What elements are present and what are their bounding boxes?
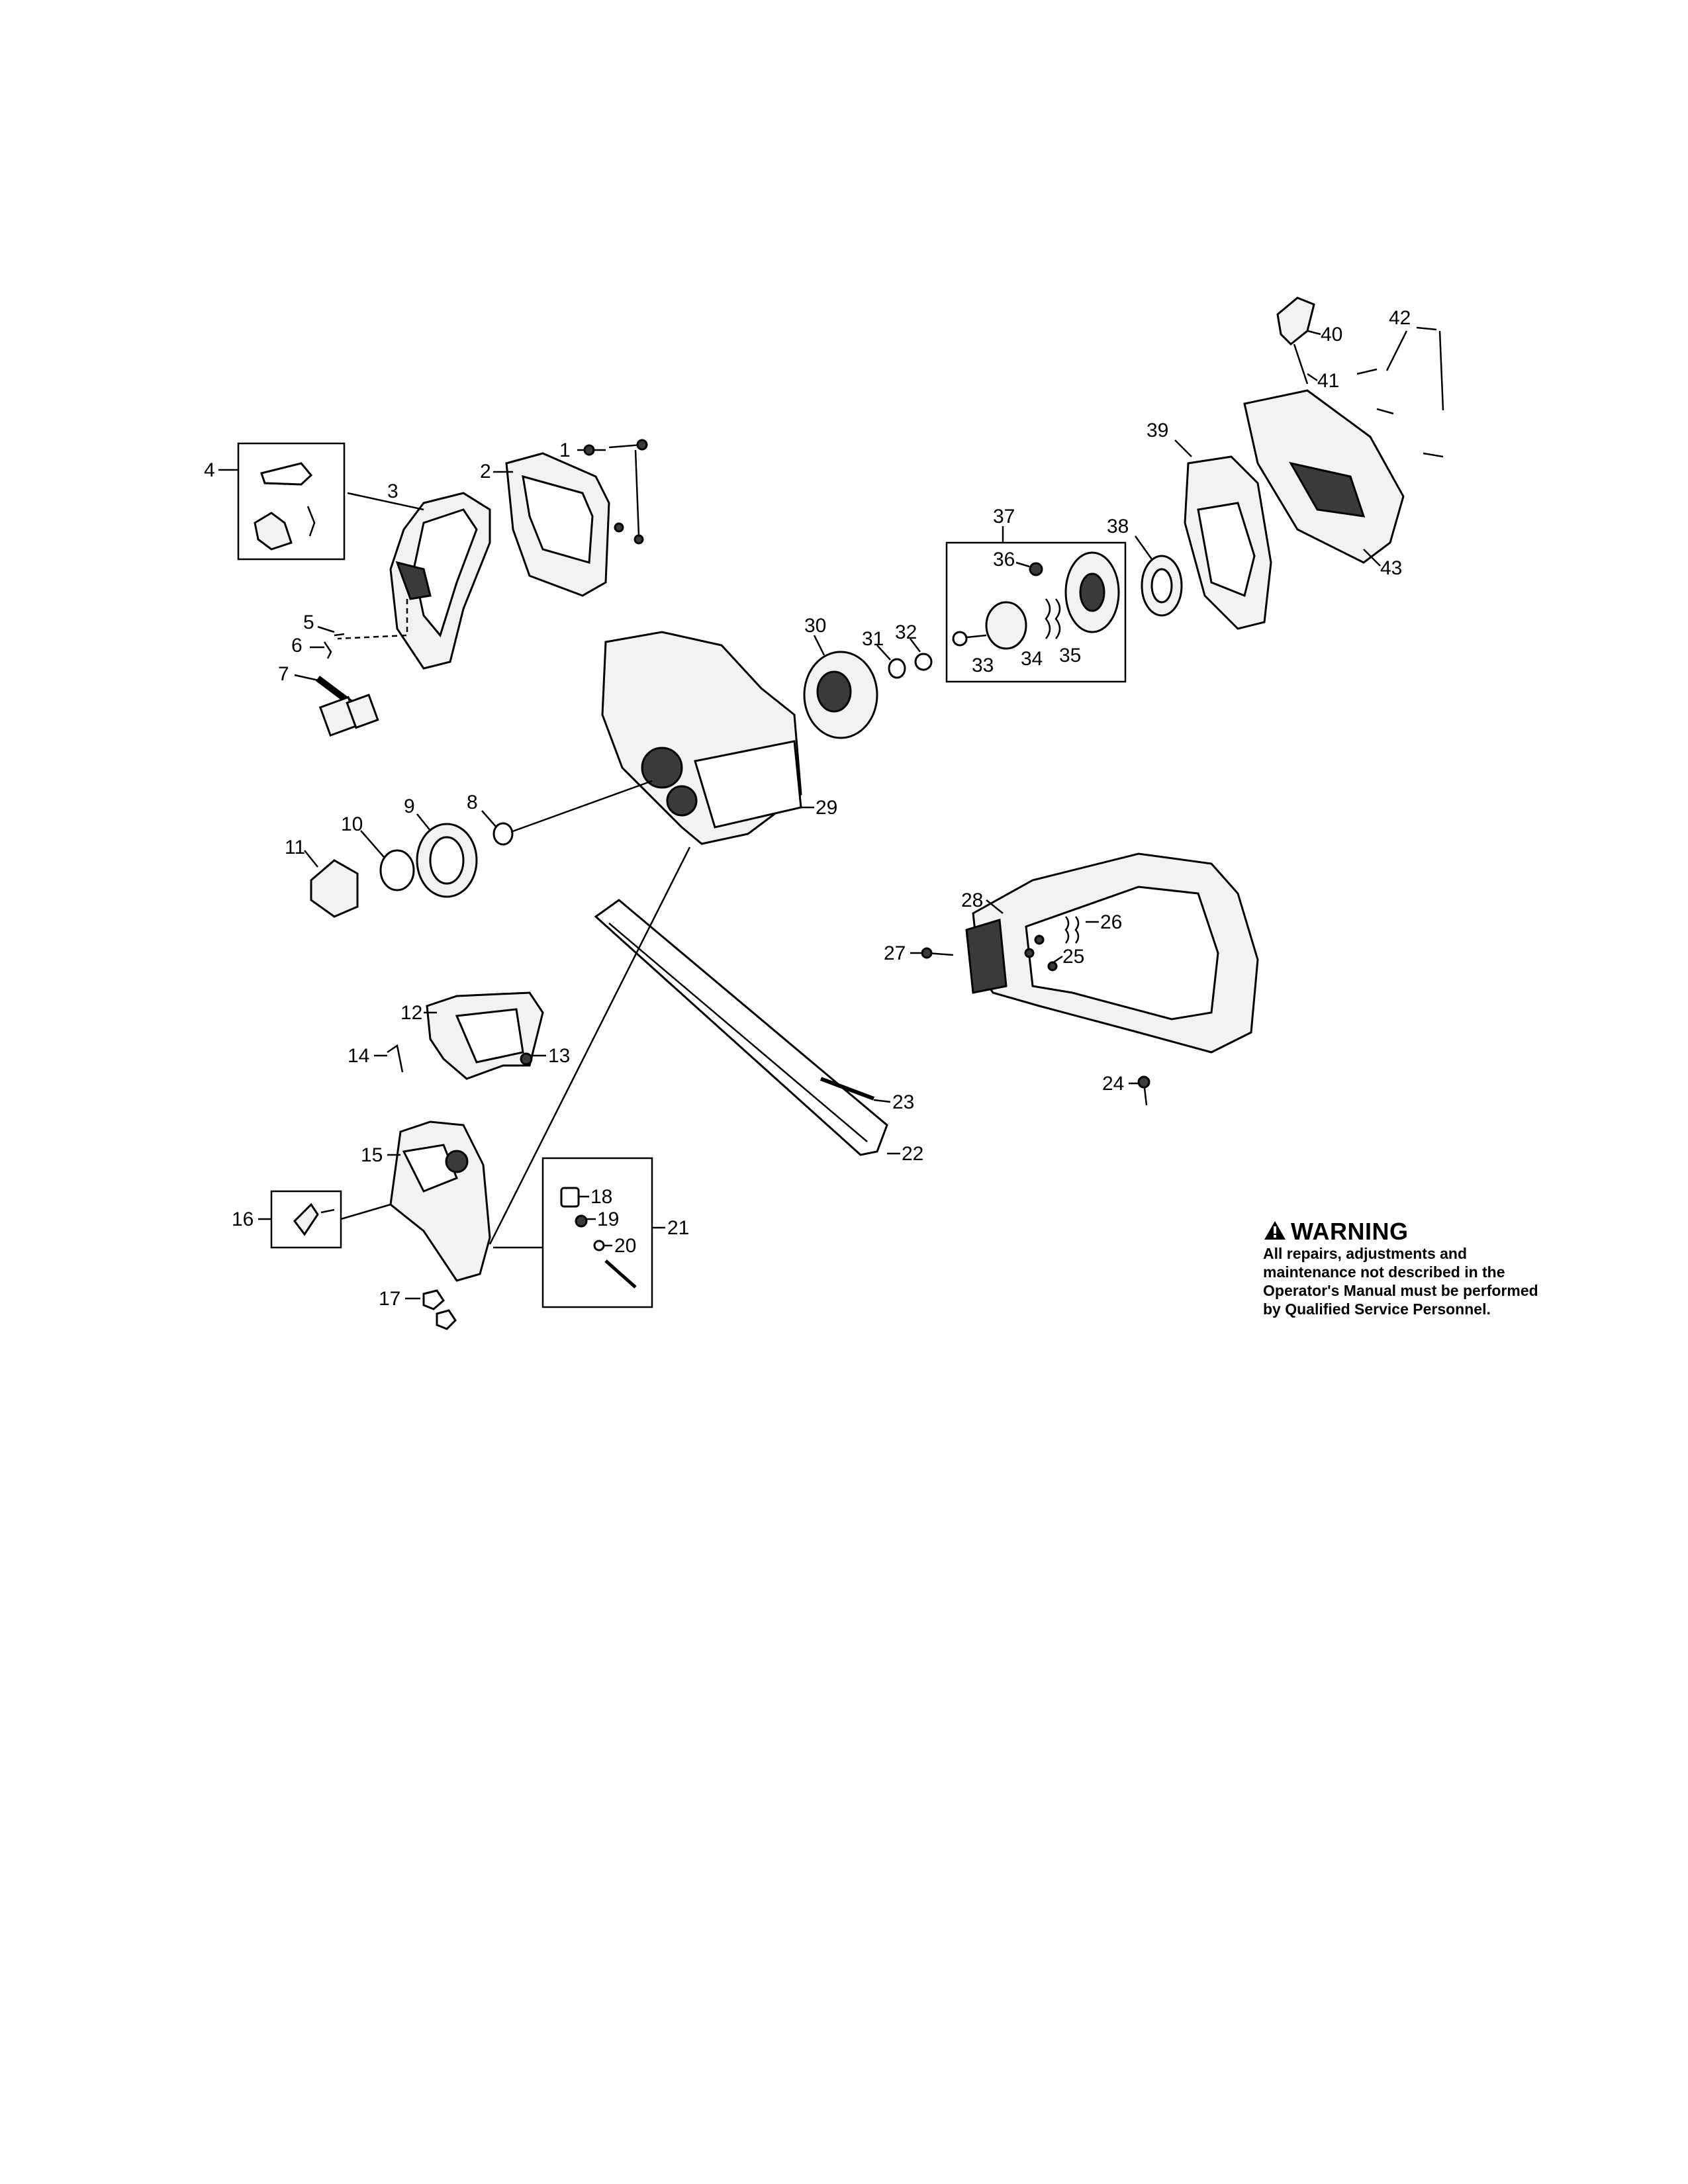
callout-19: 19 bbox=[597, 1208, 619, 1230]
callout-30: 30 bbox=[804, 615, 826, 637]
callout-42: 42 bbox=[1389, 307, 1411, 329]
callout-22: 22 bbox=[902, 1143, 923, 1165]
callout-32: 32 bbox=[895, 621, 917, 643]
callout-10: 10 bbox=[341, 813, 363, 835]
part-43-starter-housing bbox=[1243, 296, 1444, 567]
part-22-guide-bar bbox=[489, 846, 900, 1245]
callout-38: 38 bbox=[1107, 516, 1129, 537]
part-21-kit bbox=[493, 1157, 665, 1308]
callout-43: 43 bbox=[1380, 557, 1402, 579]
callout-23: 23 bbox=[892, 1091, 914, 1113]
callout-37: 37 bbox=[993, 506, 1015, 527]
callout-29: 29 bbox=[816, 797, 837, 819]
callout-13: 13 bbox=[548, 1045, 570, 1067]
part-3-rear-handle bbox=[337, 492, 491, 670]
callout-7: 7 bbox=[278, 663, 289, 685]
callout-39: 39 bbox=[1147, 420, 1168, 441]
part-29-engine-housing bbox=[601, 631, 814, 845]
flywheel-parts bbox=[803, 635, 933, 739]
part-39-fan-cover bbox=[1174, 439, 1272, 630]
callout-18: 18 bbox=[590, 1186, 612, 1208]
callout-33: 33 bbox=[972, 655, 994, 676]
callout-34: 34 bbox=[1021, 648, 1043, 670]
part-12-side-cover bbox=[374, 991, 546, 1080]
part-15-sprocket-cover bbox=[258, 1120, 491, 1330]
callout-6: 6 bbox=[291, 635, 303, 657]
callout-24: 24 bbox=[1102, 1073, 1124, 1095]
callout-5: 5 bbox=[303, 612, 314, 633]
callout-4: 4 bbox=[204, 459, 215, 481]
callout-9: 9 bbox=[404, 796, 415, 817]
callout-1: 1 bbox=[559, 439, 571, 461]
parts-5-6-7 bbox=[294, 625, 379, 737]
callout-26: 26 bbox=[1100, 911, 1122, 933]
warning-triangle-icon bbox=[1264, 1221, 1286, 1240]
callout-8: 8 bbox=[467, 792, 478, 813]
callout-17: 17 bbox=[379, 1288, 400, 1310]
callout-11: 11 bbox=[285, 837, 305, 858]
callout-40: 40 bbox=[1321, 324, 1342, 345]
callout-20: 20 bbox=[614, 1235, 636, 1257]
part-2-handle-housing bbox=[493, 452, 610, 597]
callout-28: 28 bbox=[961, 889, 983, 911]
callout-2: 2 bbox=[480, 461, 491, 482]
warning-title: WARNING bbox=[1263, 1219, 1541, 1244]
callout-12: 12 bbox=[400, 1002, 422, 1024]
callout-16: 16 bbox=[232, 1208, 254, 1230]
clutch-parts bbox=[304, 780, 653, 918]
part-37-kit bbox=[945, 526, 1127, 683]
callout-41: 41 bbox=[1317, 370, 1339, 392]
callout-31: 31 bbox=[862, 628, 884, 650]
part-4-kit bbox=[218, 442, 346, 561]
callout-25: 25 bbox=[1062, 946, 1084, 968]
part-1-screws bbox=[577, 439, 648, 545]
callout-21: 21 bbox=[667, 1217, 689, 1239]
callout-15: 15 bbox=[361, 1144, 383, 1166]
callout-36: 36 bbox=[993, 549, 1015, 570]
callout-27: 27 bbox=[884, 942, 906, 964]
warning-notice: WARNING All repairs, adjustments and mai… bbox=[1263, 1219, 1541, 1318]
callout-35: 35 bbox=[1059, 645, 1081, 666]
callout-14: 14 bbox=[348, 1045, 369, 1067]
callout-labels: 1 2 3 4 5 6 7 8 9 10 11 12 13 14 15 16 1… bbox=[204, 307, 1411, 1310]
warning-body: All repairs, adjustments and maintenance… bbox=[1263, 1245, 1538, 1318]
callout-3: 3 bbox=[387, 480, 399, 502]
warning-title-text: WARNING bbox=[1291, 1218, 1409, 1245]
part-38-recoil-spring bbox=[1134, 535, 1183, 617]
part-28-front-handle bbox=[910, 852, 1259, 1106]
